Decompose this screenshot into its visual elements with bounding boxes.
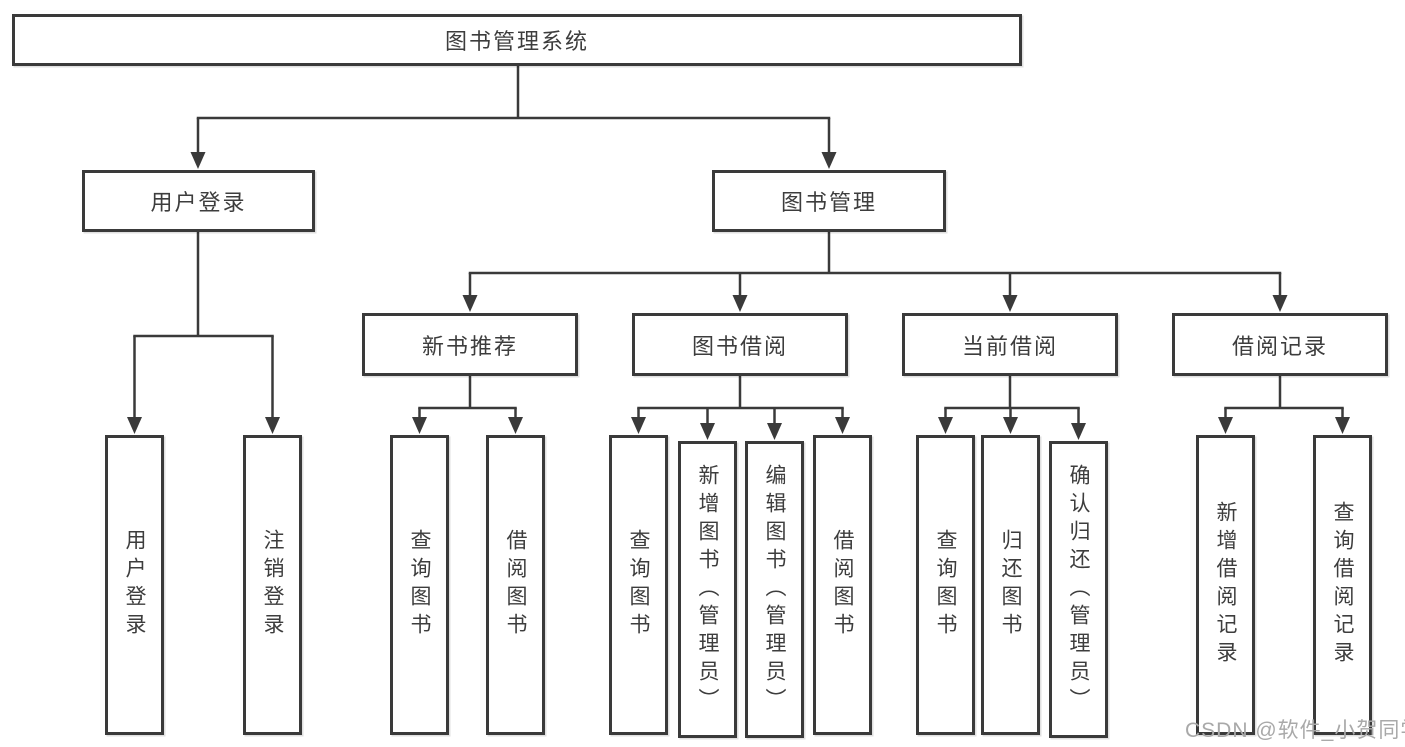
leaf-label: 确认归还（管理员） [1067, 463, 1090, 716]
node-borrowing-records: 借阅记录 [1172, 313, 1388, 376]
leaf-query-borrow-record: 查询借阅记录 [1313, 435, 1372, 735]
node-user-login: 用户登录 [82, 170, 315, 232]
leaf-user-login: 用户登录 [105, 435, 164, 735]
leaf-label: 用户登录 [123, 529, 146, 641]
leaf-label: 新增借阅记录 [1214, 501, 1237, 669]
leaf-add-borrow-record: 新增借阅记录 [1196, 435, 1255, 735]
leaf-query-books-current: 查询图书 [916, 435, 975, 735]
leaf-query-books-borrow: 查询图书 [609, 435, 668, 735]
watermark: CSDN @软件_小贺同学 [1185, 719, 1405, 742]
leaf-label: 归还图书 [999, 529, 1022, 641]
node-new-book-recommendation: 新书推荐 [362, 313, 578, 376]
leaf-label: 注销登录 [261, 529, 284, 641]
leaf-label: 编辑图书（管理员） [763, 463, 786, 716]
leaf-query-books-recommend: 查询图书 [390, 435, 449, 735]
leaf-label: 新增图书（管理员） [696, 463, 719, 716]
node-current-borrowing: 当前借阅 [902, 313, 1118, 376]
leaf-confirm-return-admin: 确认归还（管理员） [1049, 441, 1108, 738]
leaf-label: 查询图书 [627, 529, 650, 641]
leaf-label: 借阅图书 [831, 529, 854, 641]
node-book-borrowing: 图书借阅 [632, 313, 848, 376]
leaf-label: 查询图书 [408, 529, 431, 641]
leaf-borrow-books: 借阅图书 [813, 435, 872, 735]
node-book-management: 图书管理 [712, 170, 946, 232]
leaf-logout: 注销登录 [243, 435, 302, 735]
leaf-label: 查询借阅记录 [1331, 501, 1354, 669]
leaf-borrow-books-recommend: 借阅图书 [486, 435, 545, 735]
leaf-edit-books-admin: 编辑图书（管理员） [745, 441, 804, 738]
leaf-label: 查询图书 [934, 529, 957, 641]
leaf-return-books: 归还图书 [981, 435, 1040, 735]
leaf-label: 借阅图书 [504, 529, 527, 641]
node-library-system: 图书管理系统 [12, 14, 1022, 66]
leaf-add-books-admin: 新增图书（管理员） [678, 441, 737, 738]
